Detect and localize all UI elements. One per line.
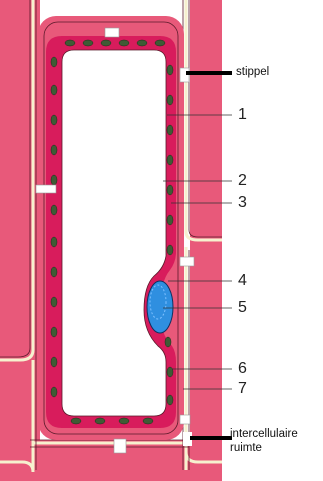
neighbour-cell-right-upper (190, 240, 222, 255)
label-intercellular-line2: ruimte (230, 442, 262, 455)
nucleus (147, 281, 173, 333)
label-stippel: stippel (236, 66, 269, 79)
label-5: 5 (238, 299, 247, 317)
label-3: 3 (238, 194, 247, 212)
label-6: 6 (238, 360, 247, 378)
label-2: 2 (238, 172, 247, 190)
label-intercellular-line1: intercellulaire (230, 428, 298, 441)
label-7: 7 (238, 380, 247, 398)
vacuole (62, 50, 166, 416)
label-4: 4 (238, 272, 247, 290)
label-1: 1 (238, 106, 247, 124)
